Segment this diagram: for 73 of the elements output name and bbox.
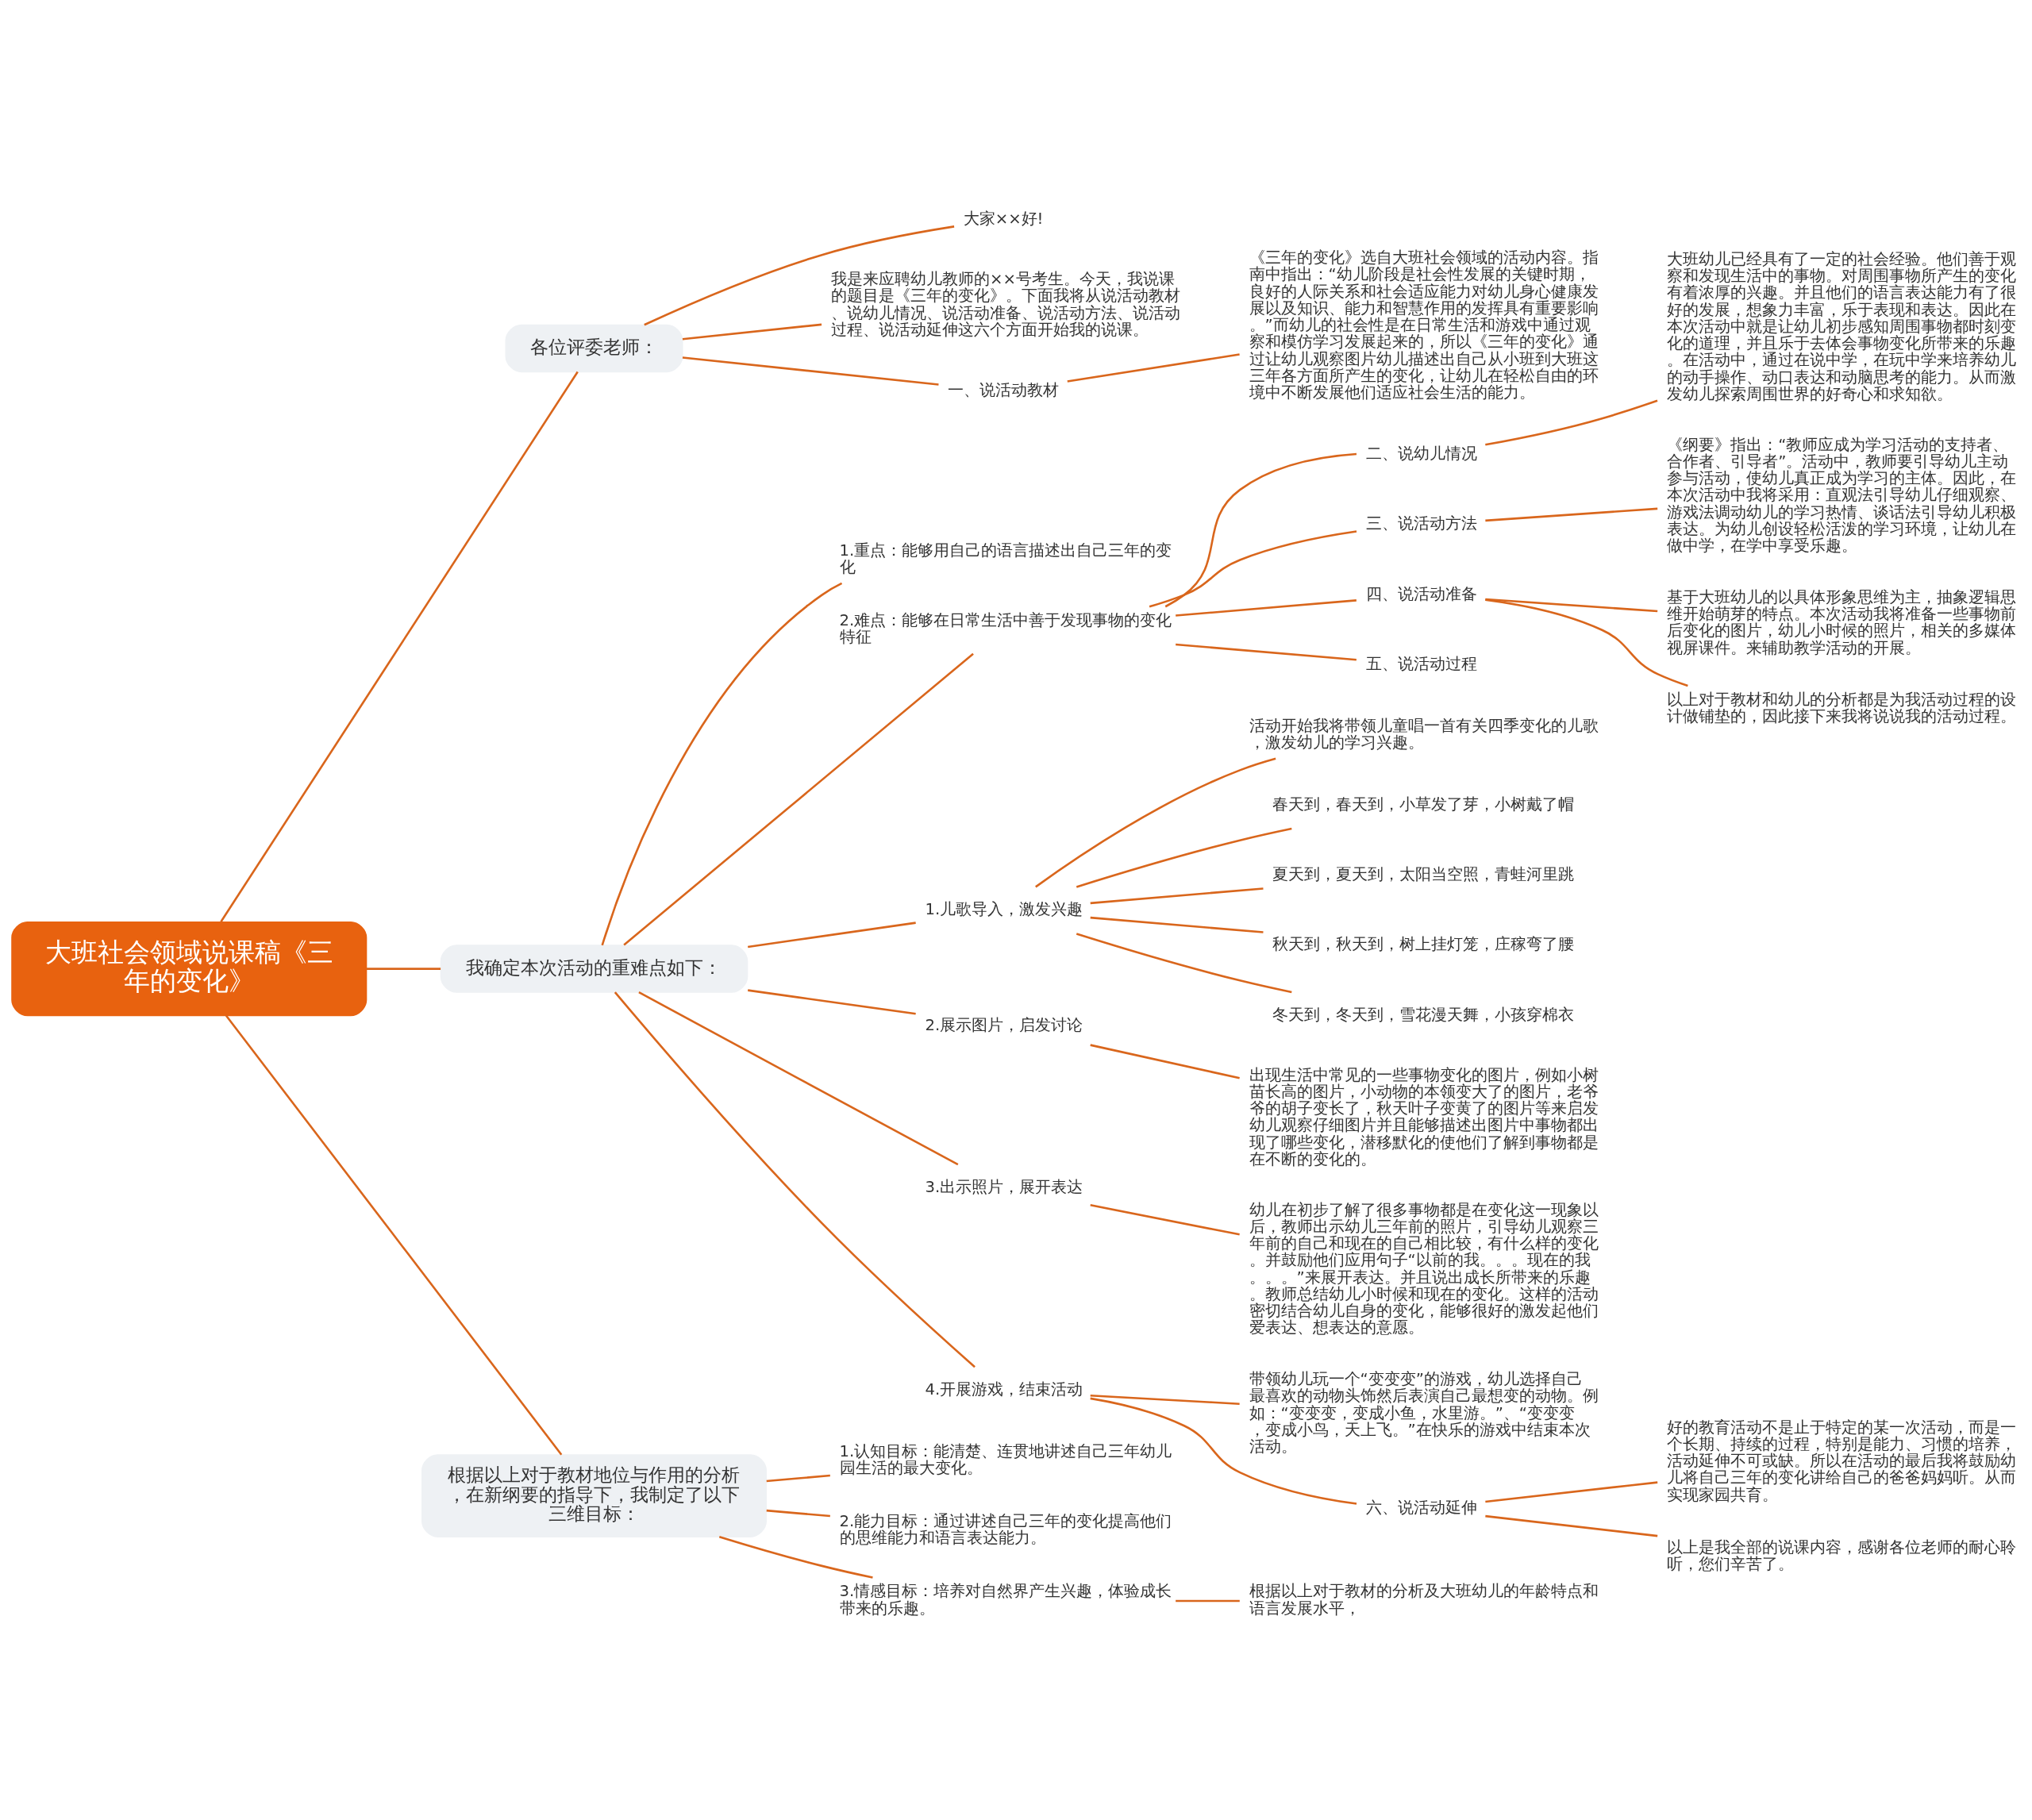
connector <box>1485 1514 1658 1537</box>
connector <box>1076 932 1292 993</box>
connector <box>766 1474 830 1482</box>
node-text: 4.开展游戏，结束活动 <box>925 1379 1083 1399</box>
connector <box>1176 1599 1240 1602</box>
connector <box>1076 827 1292 888</box>
connector <box>1149 529 1357 607</box>
connector <box>1090 887 1264 904</box>
node-text: 三、说活动方法 <box>1365 514 1477 533</box>
node-text: 《纲要》指出：“教师应成为学习活动的支持者、合作者、引导者”。活动中，教师要引导幼儿主动参与活动，使幼儿真正成为学习的主体。因此，在本次活动中我将采用：直观法引导幼儿仔细观察、游戏法调动幼儿的学习热情、谈话法引导幼儿积极表达。为幼儿创设轻松活泼的学习环境，让幼儿在做中学，在学中享受乐趣。 <box>1667 435 2017 555</box>
node-text: 我是来应聘幼儿教师的××号考生。今天，我说课的题目是《三年的变化》。下面我将从说活动教材、说幼儿情况、说活动准备、说活动方法、说活动过程、说活动延伸这六个方面开始我的说课。 <box>830 269 1180 339</box>
node-text: 2.展示图片，启发讨论 <box>925 1015 1083 1034</box>
node-text: 3.出示照片，展开表达 <box>925 1177 1083 1196</box>
connector <box>644 225 955 325</box>
connector <box>225 1014 563 1455</box>
connector <box>1090 1394 1240 1405</box>
connector <box>1090 1203 1240 1236</box>
node-text: 以上是我全部的说课内容，感谢各位老师的耐心聆听，您们辛苦了。 <box>1667 1537 2017 1573</box>
node-text: 2.能力目标：通过讲述自己三年的变化提高他们的思维能力和语言表达能力。 <box>839 1511 1172 1547</box>
connector <box>614 991 976 1368</box>
connector <box>220 371 579 922</box>
node-text: 春天到，春天到，小草发了芽，小树戴了帽 <box>1272 795 1574 814</box>
connector <box>638 991 959 1165</box>
node-text: 1.认知目标：能清楚、连贯地讲述自己三年幼儿园生活的最大变化。 <box>839 1441 1172 1477</box>
connector <box>1090 1397 1357 1505</box>
connector <box>682 323 822 341</box>
connector <box>1485 1480 1658 1503</box>
node-box: 根据以上对于教材地位与作用的分析，在新纲要的指导下，我制定了以下三维目标： <box>421 1453 767 1537</box>
connector <box>1485 399 1658 446</box>
node-text: 出现生活中常见的一些事物变化的图片，例如小树苗长高的图片，小动物的本领变大了的图片，老爷爷的胡子变长了，秋天叶子变黄了的图片等来启发幼儿观察仔细图片并且能够描述出图片中事物都出现了哪些变化，潜移默化的使他们了解到事物都是在不断的变化的。 <box>1249 1065 1599 1168</box>
node-box: 我确定本次活动的重难点如下： <box>440 944 749 993</box>
connector <box>1090 916 1264 933</box>
connector <box>682 356 939 386</box>
node-text: 夏天到，夏天到，太阳当空照，青蛙河里跳 <box>1272 864 1574 883</box>
node-text: 1.儿歌导入，激发兴趣 <box>925 899 1083 918</box>
node-text: 六、说活动延伸 <box>1365 1498 1477 1517</box>
node-text: 大班幼儿已经具有了一定的社会经验。他们善于观察和发现生活中的事物。对周围事物所产生的变化有着浓厚的兴趣。并且他们的语言表达能力有了很好的发展，想象力丰富，乐于表现和表达。因此在本次活动中就是让幼儿初步感知周围事物都时刻变化的道理，并且乐于去体会事物变化所带来的乐趣。在活动中，通过在说中学，在玩中学来培养幼儿的动手操作、动口表达和动脑思考的能力。从而激发幼儿探索周围世界的好奇心和求知欲。 <box>1667 249 2017 403</box>
connector <box>623 652 974 946</box>
node-text: 根据以上对于教材的分析及大班幼儿的年龄特点和语言发展水平， <box>1249 1581 1599 1618</box>
node-text: 以上对于教材和幼儿的分析都是为我活动过程的设计做铺垫的，因此接下来我将说说我的活动过程。 <box>1667 690 2017 725</box>
node-text: 活动开始我将带领儿童唱一首有关四季变化的儿歌，激发幼儿的学习兴趣。 <box>1249 716 1599 752</box>
node-text: 《三年的变化》选自大班社会领域的活动内容。指南中指出：“幼儿阶段是社会性发展的关键时期，良好的人际关系和社会适应能力对幼儿身心健康发展以及知识、能力和智慧作用的发挥具有重要影响。”而幼儿的社会性是在日常生活和游戏中通过观察和模仿学习发展起来的，所以《三年的变化》通过让幼儿观察图片幼儿描述出自己从小班到大班这三年各方面所产生的变化，让幼儿在轻松自由的环境中不断发展他们适应社会生活的能力。 <box>1249 248 1599 402</box>
node-text: 秋天到，秋天到，树上挂灯笼，庄稼弯了腰 <box>1272 934 1574 953</box>
connector <box>601 582 843 945</box>
connector <box>766 1509 830 1517</box>
node-text: 1.重点：能够用自己的语言描述出自己三年的变化 <box>839 541 1172 576</box>
connector <box>748 921 916 948</box>
node-text: 2.难点：能够在日常生活中善于发现事物的变化特征 <box>839 610 1172 646</box>
connector <box>1485 598 1688 687</box>
node-box: 各位评委老师： <box>505 324 683 372</box>
connector <box>1176 643 1357 660</box>
node-text: 冬天到，冬天到，雪花漫天舞，小孩穿棉衣 <box>1272 1005 1574 1024</box>
node-box: 大班社会领域说课稿《三年的变化》 <box>11 921 368 1016</box>
connector <box>1067 352 1240 383</box>
connector <box>1035 757 1276 887</box>
connector <box>1090 1043 1240 1079</box>
connector <box>1485 507 1658 521</box>
node-text: 基于大班幼儿的以具体形象思维为主，抽象逻辑思维开始萌芽的特点。本次活动我将准备一些事物前后变化的图片，幼儿小时候的照片，相关的多媒体视屏课件。来辅助教学活动的开展。 <box>1667 587 2017 657</box>
connector <box>748 988 916 1015</box>
connector <box>1176 598 1357 617</box>
connector <box>366 967 441 970</box>
node-text: 3.情感目标：培养对自然界产生兴趣，体验成长带来的乐趣。 <box>839 1581 1172 1618</box>
node-text: 带领幼儿玩一个“变变变”的游戏，幼儿选择自己最喜欢的动物头饰然后表演自己最想变的动物。例如：“变变变，变成小鱼，水里游。”、“变变变，变成小鸟，天上飞。”在快乐的游戏中结束本次活动。 <box>1249 1369 1599 1456</box>
node-text: 二、说幼儿情况 <box>1365 444 1477 463</box>
node-text: 四、说活动准备 <box>1365 584 1477 603</box>
node-text: 幼儿在初步了解了很多事物都是在变化这一现象以后，教师出示幼儿三年前的照片，引导幼儿观察三年前的自己和现在的自己相比较，有什么样的变化。并鼓励他们应用句子“以前的我。。。现在的我。。。”来展开表达。并且说出成长所带来的乐趣。教师总结幼儿小时候和现在的变化。这样的活动密切结合幼儿自身的变化，能够很好的激发起他们爱表达、想表达的意愿。 <box>1249 1200 1599 1337</box>
node-text: 五、说活动过程 <box>1365 654 1477 673</box>
connector <box>1485 598 1658 612</box>
connector <box>718 1535 873 1579</box>
node-text: 一、说活动教材 <box>948 380 1060 399</box>
node-text: 大家××好! <box>963 209 1044 228</box>
connector <box>1164 452 1357 607</box>
node-text: 好的教育活动不是止于特定的某一次活动，而是一个长期、持续的过程，特别是能力、习惯的培养，活动延伸不可或缺。所以在活动的最后我将鼓励幼儿将自己三年的变化讲给自己的爸爸妈妈听。从而实现家园共育。 <box>1667 1418 2017 1504</box>
